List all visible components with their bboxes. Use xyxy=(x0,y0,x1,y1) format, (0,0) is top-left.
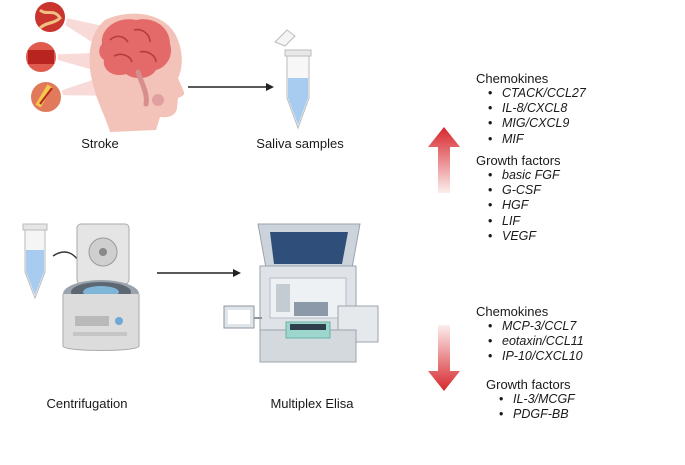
up-chemokines-list: CTACK/CCL27 IL-8/CXCL8 MIG/CXCL9 MIF xyxy=(486,86,586,147)
up-growth-list: basic FGF G-CSF HGF LIF VEGF xyxy=(486,168,560,244)
up-chemokines-title: Chemokines xyxy=(476,71,549,86)
list-item: MIG/CXCL9 xyxy=(486,116,586,131)
down-chemokines-title: Chemokines xyxy=(476,304,549,319)
list-item: MCP-3/CCL7 xyxy=(486,319,584,334)
stroke-illustration xyxy=(24,0,185,133)
list-item: PDGF-BB xyxy=(497,407,575,422)
down-growth-list: IL-3/MCGF PDGF-BB xyxy=(497,392,575,423)
list-item: eotaxin/CCL11 xyxy=(486,334,584,349)
arrow-down-icon xyxy=(428,325,460,391)
list-item: IL-3/MCGF xyxy=(497,392,575,407)
list-item: basic FGF xyxy=(486,168,560,183)
list-item: VEGF xyxy=(486,229,560,244)
arrow-right-icon xyxy=(157,269,241,277)
down-growth-title: Growth factors xyxy=(486,377,571,392)
list-item: LIF xyxy=(486,214,560,229)
list-item: MIF xyxy=(486,132,586,147)
arrow-up-icon xyxy=(428,127,460,193)
elisa-label: Multiplex Elisa xyxy=(270,396,354,411)
centrifuge-icon xyxy=(22,223,140,351)
centrifugation-label: Centrifugation xyxy=(46,396,128,411)
up-growth-title: Growth factors xyxy=(476,153,561,168)
list-item: CTACK/CCL27 xyxy=(486,86,586,101)
list-item: IL-8/CXCL8 xyxy=(486,101,586,116)
list-item: IP-10/CXCL10 xyxy=(486,349,584,364)
elisa-machine-icon xyxy=(223,223,379,363)
list-item: G-CSF xyxy=(486,183,560,198)
stroke-label: Stroke xyxy=(81,136,119,151)
list-item: HGF xyxy=(486,198,560,213)
saliva-tube-icon xyxy=(274,29,312,130)
down-chemokines-list: MCP-3/CCL7 eotaxin/CCL11 IP-10/CXCL10 xyxy=(486,319,584,365)
arrow-right-icon xyxy=(188,83,274,91)
saliva-label: Saliva samples xyxy=(256,136,344,151)
